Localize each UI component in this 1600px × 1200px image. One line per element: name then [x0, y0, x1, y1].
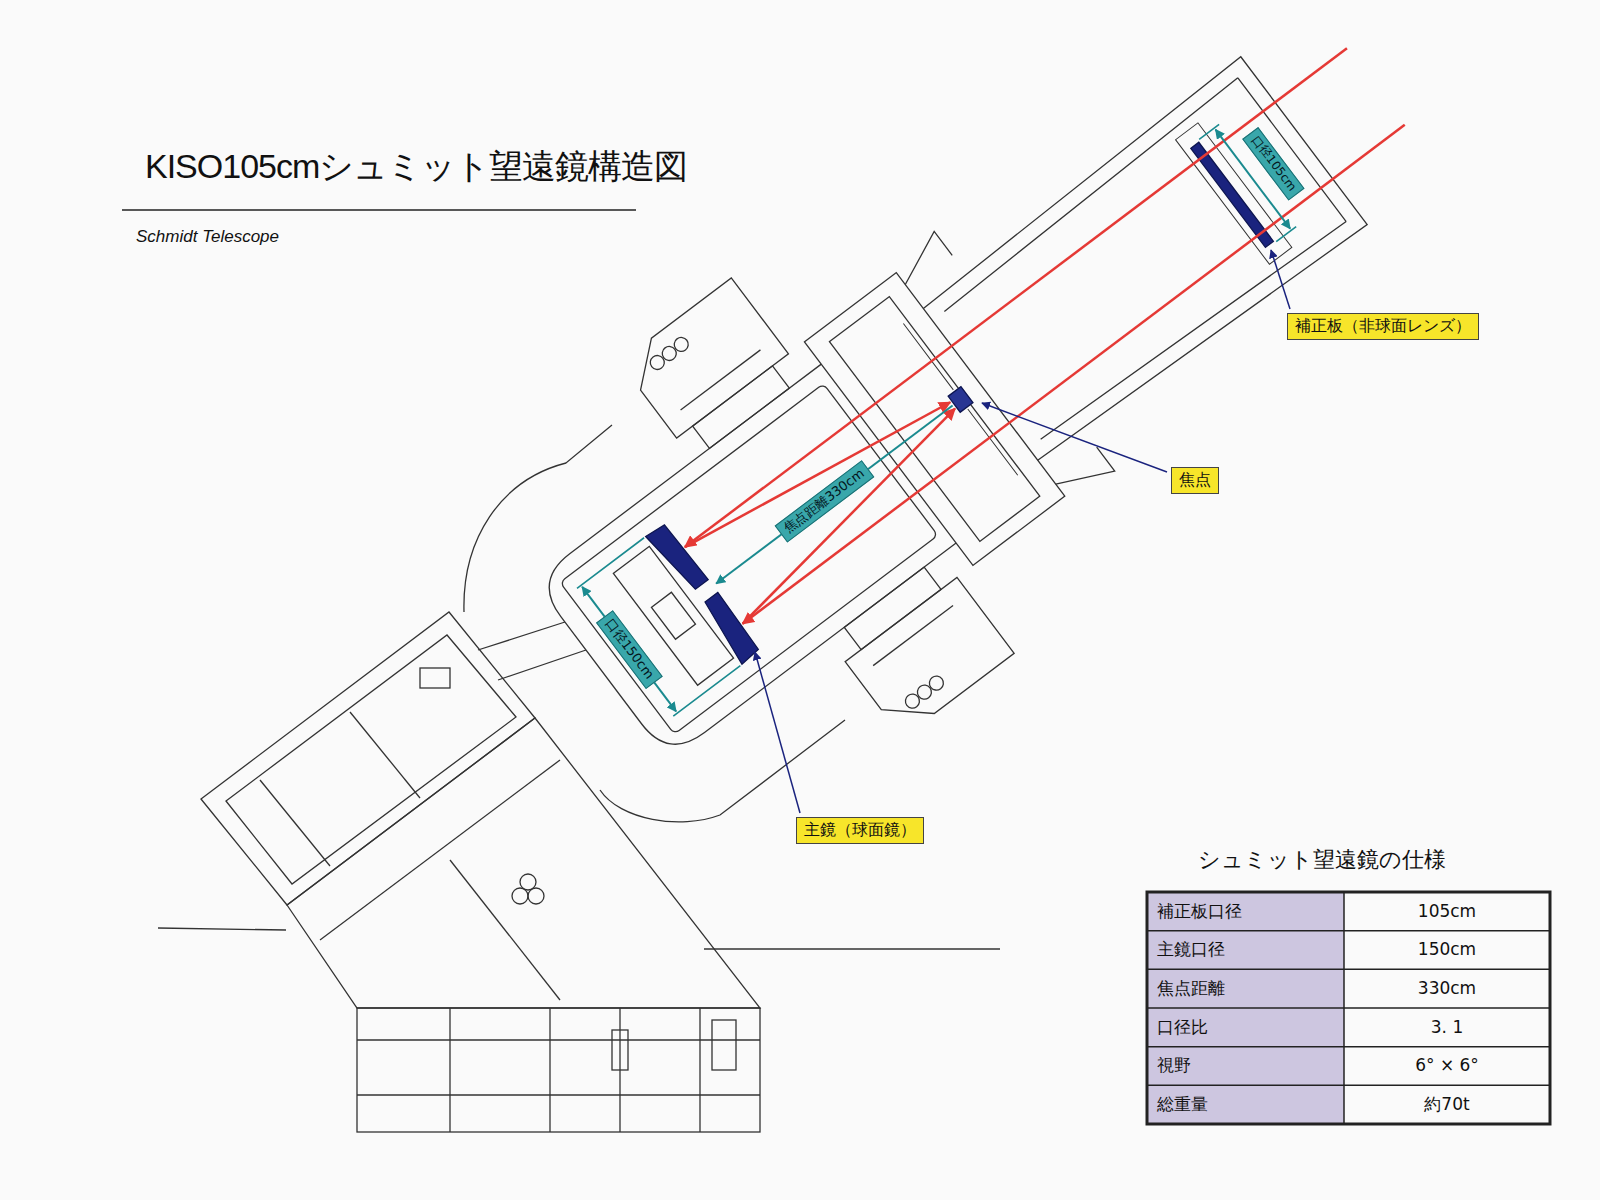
bearing-roller	[903, 691, 923, 711]
pier-rib	[320, 760, 560, 940]
bearing-roller	[528, 888, 544, 904]
table-value-cell: 約70t	[1344, 1085, 1550, 1124]
primary-mirror	[699, 592, 761, 664]
trunnion	[693, 366, 790, 449]
floor-line	[704, 948, 1000, 949]
node-text: 口径105cm	[1248, 133, 1300, 194]
primary-mirror	[646, 522, 708, 594]
housing-rib	[260, 780, 330, 866]
table-rule	[1147, 1046, 1550, 1048]
mirror-support	[651, 592, 695, 639]
bearing-roller	[659, 344, 679, 364]
bearing-roller	[927, 673, 947, 693]
fork-arm	[600, 720, 845, 822]
polar-shaft	[498, 650, 586, 680]
housing-rib	[350, 712, 420, 798]
pier	[287, 718, 760, 1008]
dimension-label: 口径150cm	[596, 610, 662, 689]
corrector-cell	[1176, 123, 1292, 264]
table-header-cell: 視野	[1147, 1047, 1344, 1086]
table-frame	[1147, 892, 1550, 1124]
table-header-cell: 総重量	[1147, 1085, 1344, 1124]
leader-line	[755, 652, 800, 813]
declination-housing	[619, 278, 788, 438]
title-underline	[122, 209, 636, 210]
diagram-title: KISO105cmシュミット望遠鏡構造図	[145, 146, 687, 187]
table-header-cell: 主鏡口径	[1147, 931, 1344, 970]
housing-line	[681, 350, 761, 410]
mount	[158, 425, 1000, 1132]
table-rule	[1147, 1085, 1550, 1087]
base-line	[699, 1008, 700, 1132]
tube-outline	[917, 57, 1367, 468]
housing-detail	[420, 668, 450, 688]
dimension-label: 焦点距離330cm	[775, 461, 874, 543]
callout-box: 焦点	[1171, 467, 1219, 494]
tube-inner-line	[938, 78, 1346, 447]
leader-line	[1271, 250, 1290, 309]
node-text: 口径150cm	[601, 616, 657, 683]
table-rule	[1147, 930, 1550, 932]
housing-line	[873, 605, 953, 665]
table-value-cell: 150cm	[1344, 931, 1550, 970]
table-value-cell: 330cm	[1344, 969, 1550, 1008]
base	[357, 1008, 760, 1132]
bearing-roller	[520, 874, 536, 890]
polar-shaft	[478, 622, 565, 650]
pier-rib	[450, 860, 560, 1000]
table-rule	[1147, 1007, 1550, 1009]
focal-length-dimension	[716, 405, 952, 583]
table-rule	[1147, 969, 1550, 971]
focus-plate	[948, 387, 973, 413]
polar-axis-housing	[201, 612, 535, 905]
base-line	[549, 1008, 550, 1132]
telescope-tube	[460, 0, 1518, 858]
bearing-roller	[512, 888, 528, 904]
light-ray	[716, 409, 981, 624]
housing-inner-frame	[226, 635, 516, 884]
mirror-cell-housing	[534, 364, 956, 760]
light-ray	[743, 125, 1405, 624]
trunnion	[844, 567, 941, 650]
fork-arm	[464, 425, 612, 612]
light-ray	[685, 367, 950, 582]
bearing-roller	[915, 682, 935, 702]
table-header-cell: 焦点距離	[1147, 969, 1344, 1008]
floor-line	[158, 928, 286, 930]
node-text: 主鏡（球面鏡）	[804, 820, 916, 841]
declination-housing	[845, 577, 1014, 737]
table-value-cell: 6° × 6°	[1344, 1047, 1550, 1086]
aperture-dimension	[582, 587, 676, 712]
subtitle: Schmidt Telescope	[136, 226, 279, 247]
leader-line	[982, 403, 1167, 472]
table-value-cell: 3. 1	[1344, 1008, 1550, 1047]
light-ray	[685, 48, 1347, 547]
table-value-cell: 105cm	[1344, 892, 1550, 931]
table-header-cell: 補正板口径	[1147, 892, 1344, 931]
leaders	[755, 250, 1290, 813]
spec-table	[1147, 892, 1550, 1124]
jack	[612, 1030, 628, 1070]
table-title: シュミット望遠鏡の仕様	[1198, 846, 1446, 874]
base-line	[449, 1008, 450, 1132]
dimension-label: 口径105cm	[1243, 127, 1305, 200]
jack	[712, 1020, 736, 1070]
focus-holder	[903, 324, 1017, 476]
table-header-cell: 口径比	[1147, 1008, 1344, 1047]
extension-line	[577, 538, 740, 716]
node-text: 補正板（非球面レンズ）	[1295, 316, 1471, 337]
bearing-roller	[671, 335, 691, 355]
node-text: 焦点距離330cm	[781, 466, 868, 538]
node-text: 焦点	[1179, 470, 1211, 491]
bearing-roller	[647, 353, 667, 373]
callout-box: 主鏡（球面鏡）	[796, 817, 924, 844]
callout-box: 補正板（非球面レンズ）	[1287, 313, 1479, 340]
